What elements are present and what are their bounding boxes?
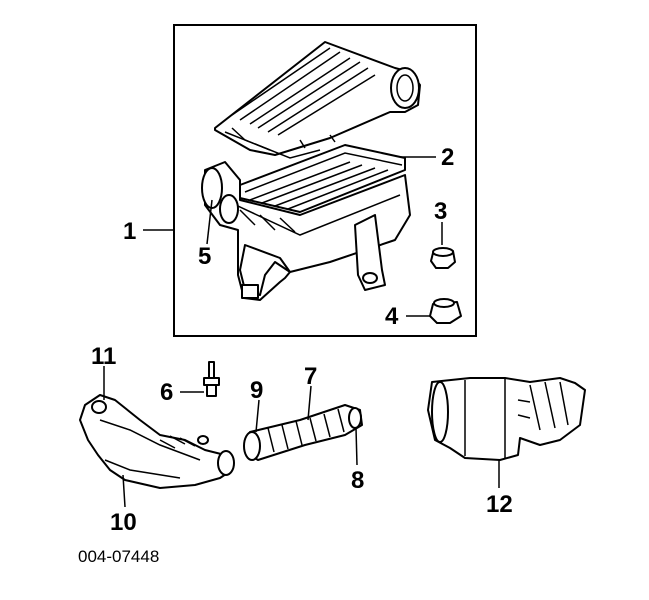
callout-4: 4: [385, 303, 399, 330]
callout-5: 5: [198, 243, 211, 270]
callout-6: 6: [160, 379, 173, 406]
callout-1: 1: [123, 218, 136, 245]
drawing-code: 004-07448: [78, 547, 159, 566]
callout-8: 8: [351, 467, 364, 494]
air-cleaner-lid: [214, 41, 421, 159]
callout-9: 9: [250, 377, 263, 404]
grommet-4: [429, 298, 462, 324]
assembly-frame: [173, 24, 477, 337]
air-cleaner-base: [201, 161, 411, 301]
grommet-3: [430, 247, 456, 269]
callout-7: 7: [304, 363, 317, 390]
leader-lines: [103, 156, 500, 508]
clean-air-duct: [427, 377, 586, 461]
callout-2: 2: [441, 144, 454, 171]
callout-12: 12: [486, 491, 513, 518]
resonator-duct: [79, 394, 235, 489]
callout-11: 11: [91, 343, 116, 370]
callout-10: 10: [110, 509, 137, 536]
bolt-6: [203, 361, 220, 397]
callout-3: 3: [434, 198, 447, 225]
flex-hose: [243, 404, 363, 461]
